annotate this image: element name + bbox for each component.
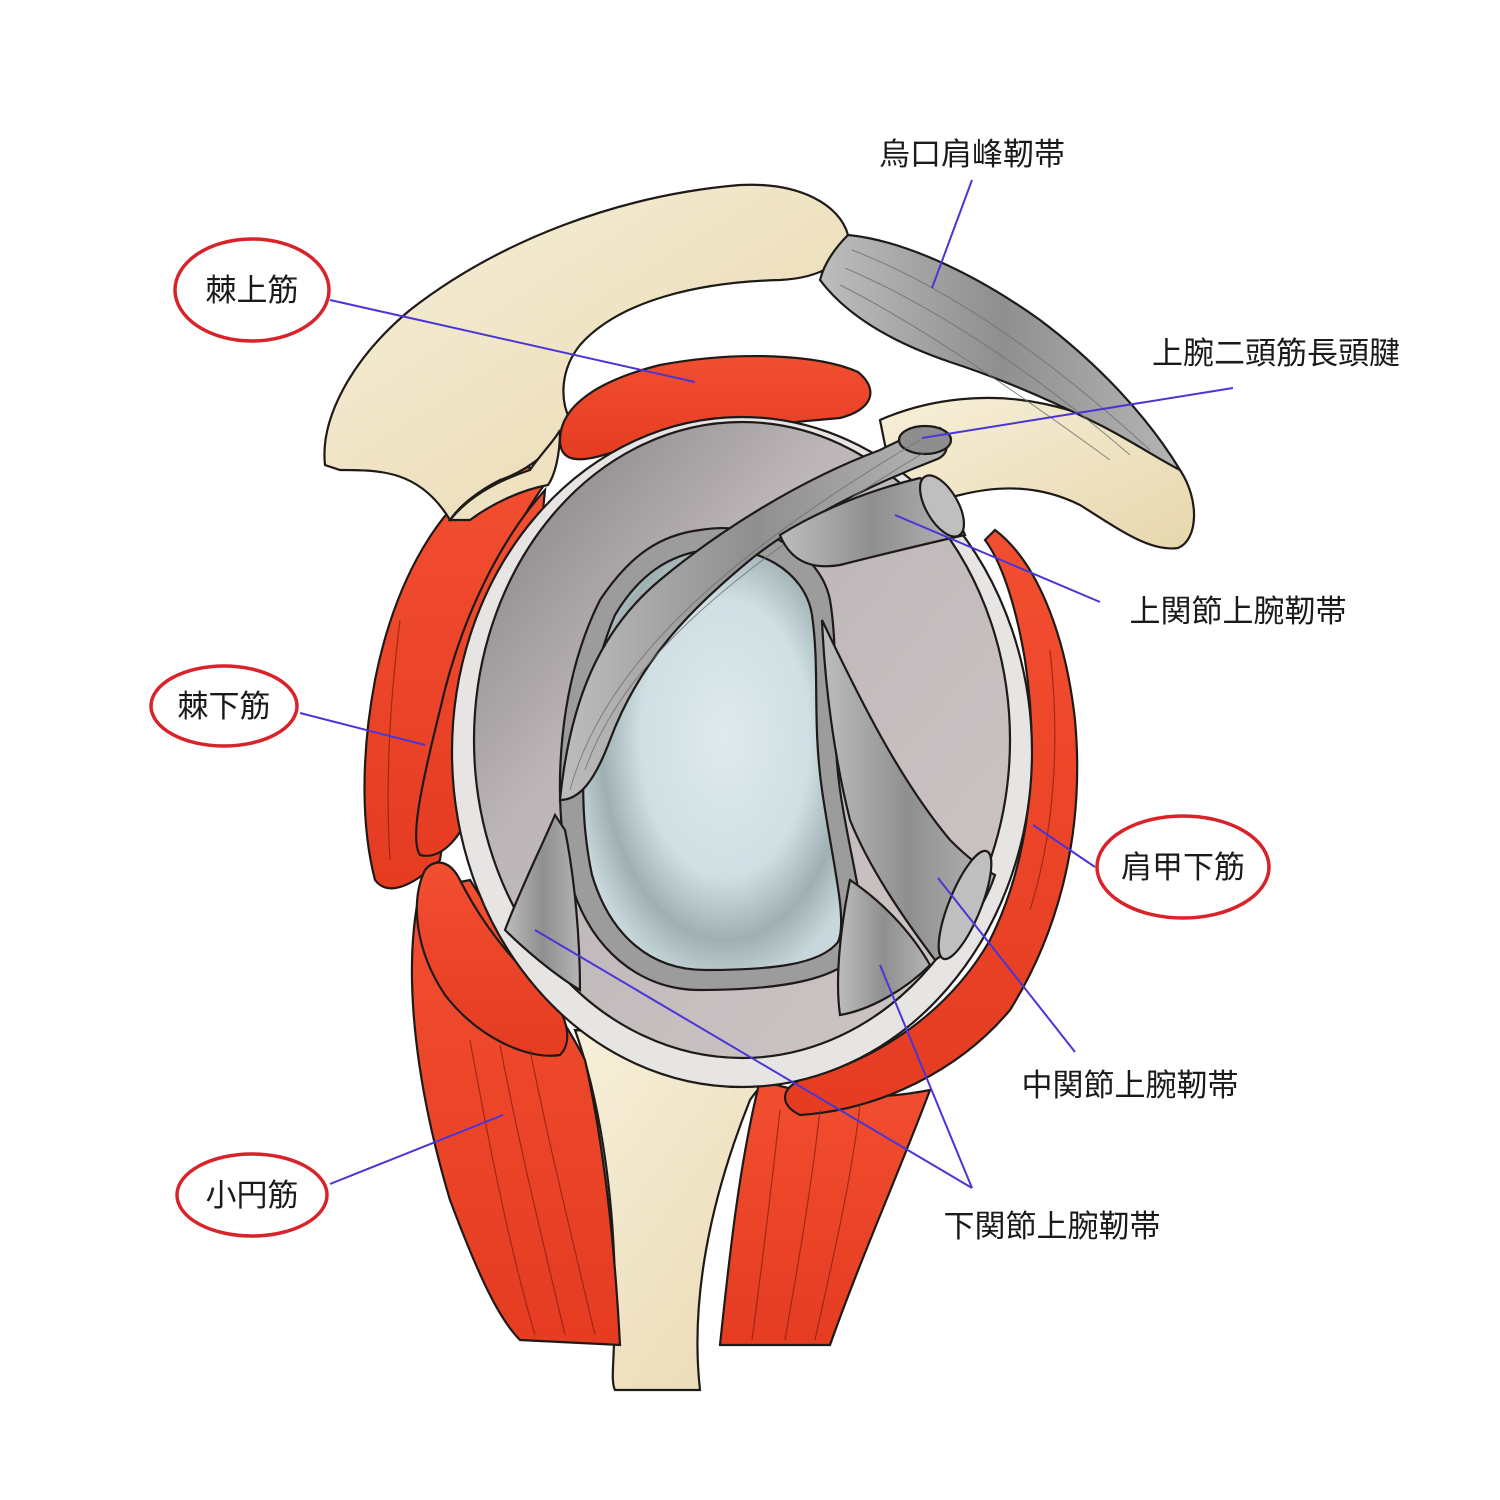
ring-teres-minor xyxy=(175,1152,329,1238)
teres-minor-upper-band xyxy=(415,861,569,1057)
label-coracoacromial-ligament: 烏口肩峰靭帯 xyxy=(879,137,1065,173)
labels: 烏口肩峰靭帯 棘上筋 上腕二頭筋長頭腱 上関節上腕靭帯 棘下筋 肩甲下筋 中関節… xyxy=(178,137,1401,1245)
glenoid-cartilage xyxy=(582,547,843,972)
label-subscapularis: 肩甲下筋 xyxy=(1121,850,1245,886)
ring-supraspinatus xyxy=(173,237,331,343)
superior-glenohumeral-ligament xyxy=(778,476,967,568)
label-supraspinatus: 棘上筋 xyxy=(206,273,299,309)
leader-mghl xyxy=(937,877,1076,1053)
label-superior-glenohumeral-ligament: 上関節上腕靭帯 xyxy=(1130,594,1347,630)
label-inferior-glenohumeral-ligament: 下関節上腕靭帯 xyxy=(944,1209,1161,1245)
ring-infraspinatus xyxy=(149,664,299,748)
leader-supraspinatus xyxy=(329,299,696,383)
label-biceps-long-head-tendon: 上腕二頭筋長頭腱 xyxy=(1152,336,1400,372)
acromion-bone xyxy=(323,183,850,523)
lower-anterior-muscle xyxy=(718,1078,932,1347)
highlight-rings xyxy=(149,237,1271,1238)
inferior-glenohumeral-ligament-anterior xyxy=(836,878,932,1017)
leader-lines xyxy=(299,179,1234,1189)
leader-teres-minor xyxy=(329,1114,504,1185)
leader-infraspinatus xyxy=(299,712,426,746)
label-middle-glenohumeral-ligament: 中関節上腕靭帯 xyxy=(1022,1068,1239,1104)
label-teres-minor: 小円筋 xyxy=(206,1178,299,1214)
ring-subscapularis xyxy=(1095,814,1271,920)
leader-sghl xyxy=(894,514,1101,603)
sghl-cut-end xyxy=(918,474,966,538)
muscle-fiber-lines xyxy=(387,619,1056,1341)
leader-ighl-b xyxy=(534,929,973,1189)
leader-ighl-a xyxy=(879,964,973,1189)
mghl-cut-end xyxy=(937,849,993,961)
biceps-tendon-cut-end xyxy=(897,424,953,456)
coracoid-bone xyxy=(878,396,1196,550)
leader-coracoacromial xyxy=(931,179,973,289)
leader-biceps xyxy=(921,387,1234,439)
leader-subscapularis xyxy=(1032,824,1096,868)
label-infraspinatus: 棘下筋 xyxy=(178,689,271,725)
